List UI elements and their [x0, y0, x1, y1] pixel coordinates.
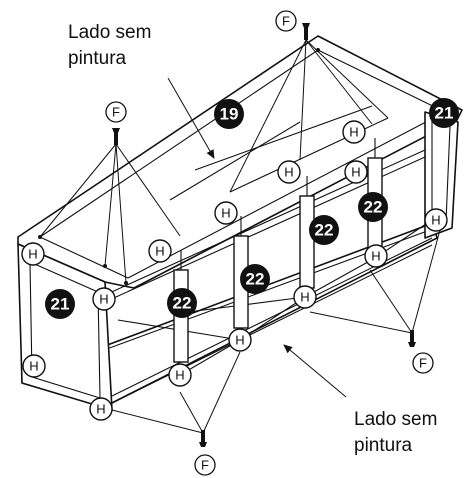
screw-top-middle — [302, 23, 310, 40]
svg-text:H: H — [235, 333, 244, 348]
h-callout: H — [92, 287, 116, 311]
part-19-top-panel: 19 — [214, 99, 244, 129]
svg-text:H: H — [300, 290, 309, 305]
screw-top-left — [112, 128, 120, 145]
svg-text:22: 22 — [315, 221, 334, 240]
svg-text:H: H — [155, 244, 164, 259]
h-callout: H — [344, 160, 368, 184]
f-callout-top-left: F — [105, 101, 127, 123]
screw-bottom-left — [199, 430, 207, 447]
svg-text:H: H — [431, 213, 440, 228]
svg-text:H: H — [28, 247, 37, 262]
svg-text:H: H — [29, 359, 38, 374]
part-22-post-d: 22 — [358, 192, 388, 222]
h-callout: H — [22, 354, 46, 378]
svg-text:F: F — [419, 356, 427, 371]
h-callout: H — [293, 285, 317, 309]
part-22-post-a: 22 — [167, 288, 197, 318]
screw-bottom-right — [408, 330, 416, 347]
svg-text:22: 22 — [364, 198, 383, 217]
bottom-unpainted-label-line2: pintura — [354, 435, 413, 456]
screw-leader-lines — [39, 39, 441, 434]
svg-text:21: 21 — [51, 295, 70, 314]
f-callout-bottom-left: F — [194, 454, 216, 476]
h-callout: H — [168, 363, 192, 387]
svg-text:H: H — [175, 368, 184, 383]
svg-text:H: H — [349, 125, 358, 140]
f-callout-bottom-right: F — [412, 352, 434, 374]
h-callout: H — [214, 201, 238, 225]
top-unpainted-arrow — [167, 77, 215, 159]
top-unpainted-label-line2: pintura — [68, 48, 127, 69]
part-22-post-b: 22 — [240, 264, 270, 294]
svg-text:21: 21 — [435, 104, 454, 123]
svg-text:F: F — [201, 458, 209, 473]
part-22-post-c: 22 — [309, 215, 339, 245]
h-callout: H — [228, 328, 252, 352]
top-unpainted-label-line1: Lado sem — [68, 22, 151, 43]
h-callout: H — [424, 208, 448, 232]
h-callout: H — [148, 239, 172, 263]
svg-text:22: 22 — [246, 270, 265, 289]
svg-text:H: H — [351, 165, 360, 180]
part-21-right-end-panel: 21 — [429, 98, 459, 128]
bottom-unpainted-label-line1: Lado sem — [354, 409, 437, 430]
svg-text:H: H — [99, 292, 108, 307]
svg-text:H: H — [284, 165, 293, 180]
svg-text:F: F — [112, 105, 120, 120]
h-callout: H — [277, 160, 301, 184]
svg-text:19: 19 — [220, 105, 239, 124]
svg-text:H: H — [96, 402, 105, 417]
bottom-unpainted-arrow — [283, 344, 347, 398]
svg-text:H: H — [221, 206, 230, 221]
part-21-left-end-panel: 21 — [45, 289, 75, 319]
f-callout-top-middle: F — [275, 10, 297, 32]
svg-text:F: F — [282, 14, 290, 29]
h-callout: H — [21, 242, 45, 266]
h-callout: H — [364, 244, 388, 268]
svg-text:22: 22 — [173, 294, 192, 313]
h-callout: H — [342, 120, 366, 144]
svg-text:H: H — [371, 249, 380, 264]
h-callout: H — [89, 397, 113, 421]
